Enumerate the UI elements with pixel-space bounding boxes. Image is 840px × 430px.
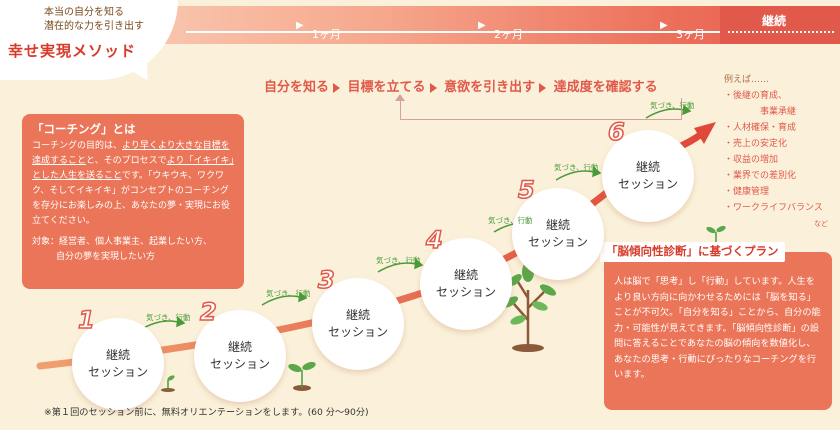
coaching-target: 対象：経営者、個人事業主、起業したい方、 自分の夢を実現したい方 <box>32 235 234 265</box>
coaching-target-line2: 自分の夢を実現したい方 <box>56 252 156 262</box>
timeline-continue-box <box>720 6 840 44</box>
timeline-dotted-line <box>728 31 834 33</box>
header-subtitle-line2: 潜在的な力を引き出す <box>44 21 144 32</box>
benefits-head: 例えば…… <box>724 75 770 85</box>
benefits-suffix: など <box>814 220 828 228</box>
session-label: セッション <box>327 325 388 339</box>
coaching-body-text: です。「ウキウキ、ワクワク、そしてイキイキ」がコンセプトのコーチングを存分にお楽… <box>32 171 231 226</box>
timeline-month-1: 1ヶ月 <box>312 28 341 41</box>
session-label: 継続 <box>453 268 478 282</box>
session-number-1: 1 <box>77 305 95 335</box>
flow-return-arrow-icon <box>395 94 405 101</box>
timeline-line <box>186 31 720 33</box>
growth-arrow-head <box>694 122 716 144</box>
benefit-item-continuation: 事業承継 <box>760 107 797 117</box>
timeline-month-2: 2ヶ月 <box>494 28 523 41</box>
kizuki-label: 気づき、行動 <box>266 289 311 298</box>
session-circle-3: 継続 セッション <box>312 278 404 370</box>
flow-arrow-icon <box>333 82 341 93</box>
session-label: セッション <box>527 235 588 249</box>
kizuki-label: 気づき、行動 <box>488 216 533 225</box>
session-number-3: 3 <box>317 265 335 295</box>
timeline-month-3: 3ヶ月 <box>676 28 705 41</box>
session-circle-4: 継続 セッション <box>420 238 512 330</box>
coaching-title: 「コーチング」とは <box>32 122 136 136</box>
benefit-item: 業界での差別化 <box>724 168 836 184</box>
kizuki-label: 気づき、行動 <box>376 256 421 265</box>
flow-return-line <box>400 98 682 120</box>
coaching-description-box: 「コーチング」とは コーチングの目的は、より早くより大きな目標を達成することと、… <box>22 114 244 289</box>
flow-step-2: 目標を立てる <box>347 80 426 95</box>
session-circle-5: 継続 セッション <box>512 188 604 280</box>
benefit-item: 収益の増加 <box>724 152 836 168</box>
session-circle-2: 継続 セッション <box>194 310 286 402</box>
session-number-4: 4 <box>425 225 443 255</box>
session-label: セッション <box>617 177 678 191</box>
coaching-target-line1: 対象：経営者、個人事業主、起業したい方、 <box>32 237 213 247</box>
brain-diagnosis-box: 「脳傾向性診断」に基づくプラン 人は脳で「思考」し「行動」しています。人生をより… <box>600 242 832 410</box>
sprout-medium-icon <box>288 361 316 391</box>
flow-step-1: 自分を知る <box>264 80 330 95</box>
timeline-continue-label: 継続 <box>762 14 787 28</box>
process-flow: 自分を知る 目標を立てる 意欲を引き出す 達成度を確認する <box>264 76 662 95</box>
session-label: セッション <box>209 357 270 371</box>
session-label: 継続 <box>105 348 130 362</box>
timeline-arrow-icon: ▶ <box>478 20 486 31</box>
session-label: 継続 <box>635 160 660 174</box>
timeline-arrow-icon: ▶ <box>296 20 304 31</box>
sprout-small-icon <box>161 375 175 392</box>
session-label: セッション <box>435 285 496 299</box>
benefit-item: 健康管理 <box>724 184 836 200</box>
flow-arrow-icon <box>539 82 547 93</box>
kizuki-label: 気づき、行動 <box>146 313 191 322</box>
session-label: 継続 <box>345 308 370 322</box>
kizuki-label: 気づき、行動 <box>554 163 599 172</box>
session-number-5: 5 <box>517 175 535 205</box>
header-subtitle-line1: 本当の自分を知る <box>44 7 124 18</box>
session-label: セッション <box>87 365 148 379</box>
kizuki-label: 気づき、行動 <box>650 101 695 110</box>
page-title: 幸せ実現メソッド <box>8 42 137 60</box>
header-subtitle: 本当の自分を知る 潜在的な力を引き出す <box>44 6 144 34</box>
brain-title: 「脳傾向性診断」に基づくプラン <box>600 242 785 262</box>
session-number-2: 2 <box>199 297 217 327</box>
session-label: 継続 <box>545 218 570 232</box>
benefit-item: ワークライフバランス <box>724 200 836 216</box>
coaching-body-emphasis: より「イキイキ」とした人生を送ること <box>32 156 234 181</box>
session-circle-1: 継続 セッション <box>72 318 164 410</box>
coaching-body: コーチングの目的は、より早くより大きな目標を達成することと、そのプロセスでより「… <box>32 139 234 229</box>
flow-arrow-icon <box>429 82 437 93</box>
session-number-6: 6 <box>607 117 625 147</box>
coaching-body-text: と、そのプロセスで <box>86 156 167 166</box>
benefits-list: 例えば…… 後継の育成、 事業承継 人材確保・育成 売上の安定化 収益の増加 業… <box>724 72 836 232</box>
coaching-body-emphasis: より早くより大きな目標を達成すること <box>32 141 230 166</box>
benefit-item: 後継の育成、 <box>724 88 836 104</box>
coaching-body-text: コーチングの目的は、 <box>32 141 123 151</box>
session-label: 継続 <box>227 340 252 354</box>
flow-step-3: 意欲を引き出す <box>444 80 536 95</box>
session-circle-6: 継続 セッション <box>602 130 694 222</box>
flow-step-4: 達成度を確認する <box>553 80 658 95</box>
benefit-item: 人材確保・育成 <box>724 120 836 136</box>
footnote: ※第１回のセッション前に、無料オリエンテーションをします。(60 分〜90分) <box>44 407 369 418</box>
brain-body: 人は脳で「思考」し「行動」しています。人生をより良い方向に向かわせるためには「脳… <box>614 276 821 380</box>
benefit-item: 売上の安定化 <box>724 136 836 152</box>
timeline-arrow-icon: ▶ <box>660 20 668 31</box>
